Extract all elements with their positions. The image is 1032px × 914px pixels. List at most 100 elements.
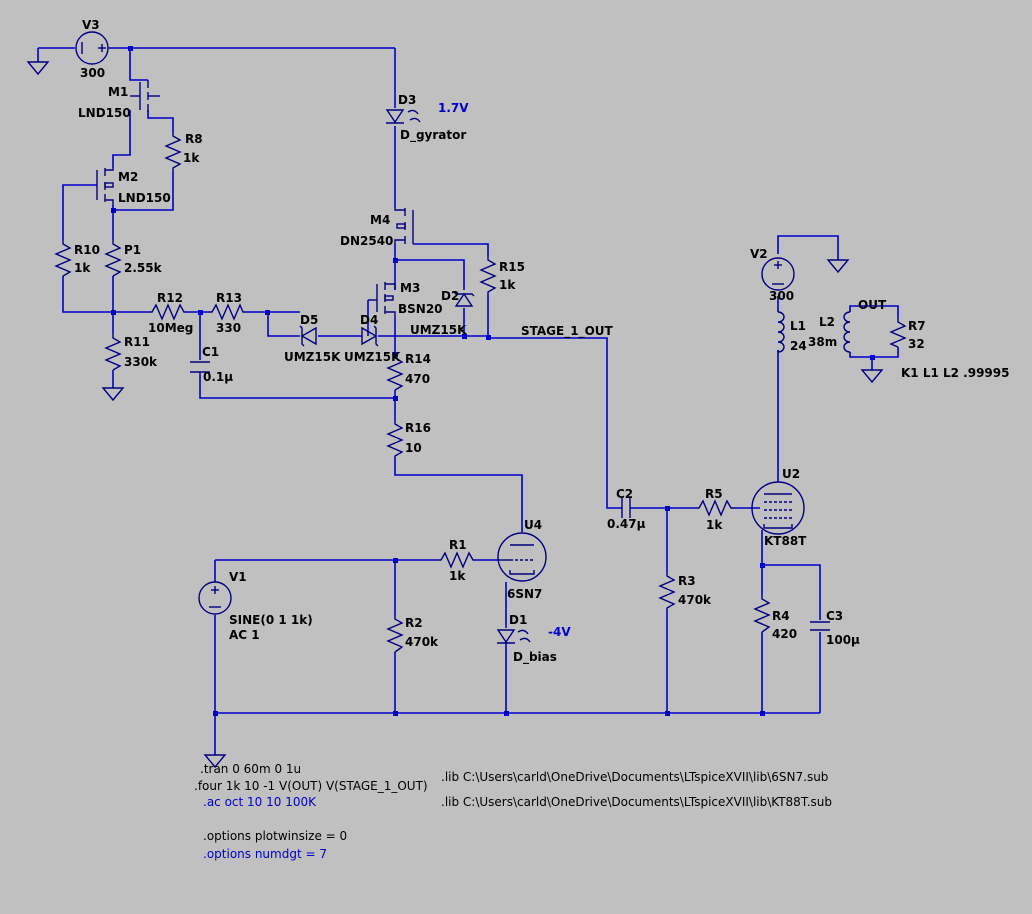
directive-lib-6sn7: .lib C:\Users\carld\OneDrive\Documents\L… [441,770,828,784]
V3-ref: V3 [82,18,100,32]
D1-diode[interactable] [496,629,531,644]
R14-ref: R14 [405,352,431,366]
junction-dot [393,258,398,263]
V2-value: 300 [769,289,794,303]
R3-value: 470k [678,593,712,607]
junction-dot [393,711,398,716]
R15-ref: R15 [499,260,525,274]
R7-ref: R7 [908,319,926,333]
M1-ref: M1 [108,85,128,99]
junction-dot [393,558,398,563]
D3-value: D_gyrator [400,128,466,143]
L2-ref: L2 [819,315,835,329]
M2-value: LND150 [118,191,171,205]
C2-capacitor[interactable] [621,498,631,518]
M2-mosfet[interactable] [96,168,114,205]
D2-diode[interactable] [453,291,475,307]
R1-resistor-icon[interactable] [437,551,475,569]
R15-resistor-icon[interactable] [479,256,497,294]
R12-resistor-icon[interactable] [148,303,186,321]
junction-dot [265,310,270,315]
M4-mosfet[interactable] [394,208,414,244]
M1-mosfet[interactable] [130,80,160,112]
junction-dot [760,563,765,568]
L2-value: 38m [808,335,837,349]
R13-ref: R13 [216,291,242,305]
D4-value: UMZ15K [344,350,401,364]
V2-ref: V2 [750,247,768,261]
R11-ref: R11 [124,335,150,349]
ground-icon [26,61,50,76]
D5-ref: D5 [300,313,318,327]
C1-ref: C1 [202,345,219,359]
D2-ref: D2 [441,289,459,303]
M3-mosfet[interactable] [368,282,396,318]
ground-icon [101,387,125,402]
R4-ref: R4 [772,609,790,623]
R15-value: 1k [499,278,516,292]
junction-dot [870,355,875,360]
R12-ref: R12 [157,291,183,305]
U2-tube[interactable] [751,481,805,535]
junction-dot [486,335,491,340]
P1-value: 2.55k [124,261,163,275]
R13-resistor-icon[interactable] [208,303,245,321]
R10-value: 1k [74,261,91,275]
R1-value: 1k [449,569,466,583]
R4-value: 420 [772,627,797,641]
C3-capacitor[interactable] [810,621,830,631]
M4-value: DN2540 [340,234,393,248]
R7-resistor-icon[interactable] [889,318,907,348]
L1-value: 24 [790,339,807,353]
M4-ref: M4 [370,213,390,227]
V3-source[interactable] [75,31,109,65]
M1-value: LND150 [78,106,131,120]
ground-icon [860,369,884,384]
resistors [54,132,907,653]
R4-resistor-icon[interactable] [753,595,771,633]
pentode-icon [751,481,805,535]
voltage-source-icon [761,257,795,291]
P1-resistor-icon[interactable] [104,240,122,277]
U4-ref: U4 [524,518,542,532]
R11-resistor-icon[interactable] [104,334,122,371]
L2-inductor[interactable] [843,311,851,353]
D4-diode[interactable] [361,325,379,347]
D3-voltage: 1.7V [438,101,469,115]
junction-dot [504,711,509,716]
junction-dot [393,396,398,401]
R13-value: 330 [216,321,241,335]
R16-resistor-icon[interactable] [386,420,404,458]
R10-resistor-icon[interactable] [54,240,72,277]
V2-source[interactable] [761,257,795,291]
L1-inductor[interactable] [777,311,785,353]
R8-ref: R8 [185,132,203,146]
junction-dot [665,506,670,511]
R3-resistor-icon[interactable] [658,572,676,610]
M2-ref: M2 [118,170,138,184]
net-labels: STAGE_1_OUT OUT K1 L1 L2 .99995 [521,298,1009,380]
R10-ref: R10 [74,243,100,257]
R5-resistor-icon[interactable] [695,499,735,517]
R2-resistor-icon[interactable] [386,615,404,653]
V1-value: SINE(0 1 1k) [229,613,313,627]
U4-tube[interactable] [497,532,547,582]
D3-diode[interactable] [385,109,421,124]
R5-value: 1k [706,518,723,532]
D5-value: UMZ15K [284,350,341,364]
wires [37,47,899,755]
R8-resistor-icon[interactable] [164,132,182,172]
component-labels: V3 300 M1 LND150 R8 1k M2 LND150 R10 1k … [74,18,926,665]
junction-dot [213,711,218,716]
junction-dots [111,46,875,716]
M3-ref: M3 [400,281,420,295]
junction-dot [760,711,765,716]
V1-source[interactable] [198,581,232,615]
ground-icon [203,754,227,769]
V3-value: 300 [80,66,105,80]
D5-diode[interactable] [299,325,317,347]
C1-capacitor[interactable] [190,361,210,375]
junction-dot [111,208,116,213]
R14-resistor-icon[interactable] [386,354,404,391]
